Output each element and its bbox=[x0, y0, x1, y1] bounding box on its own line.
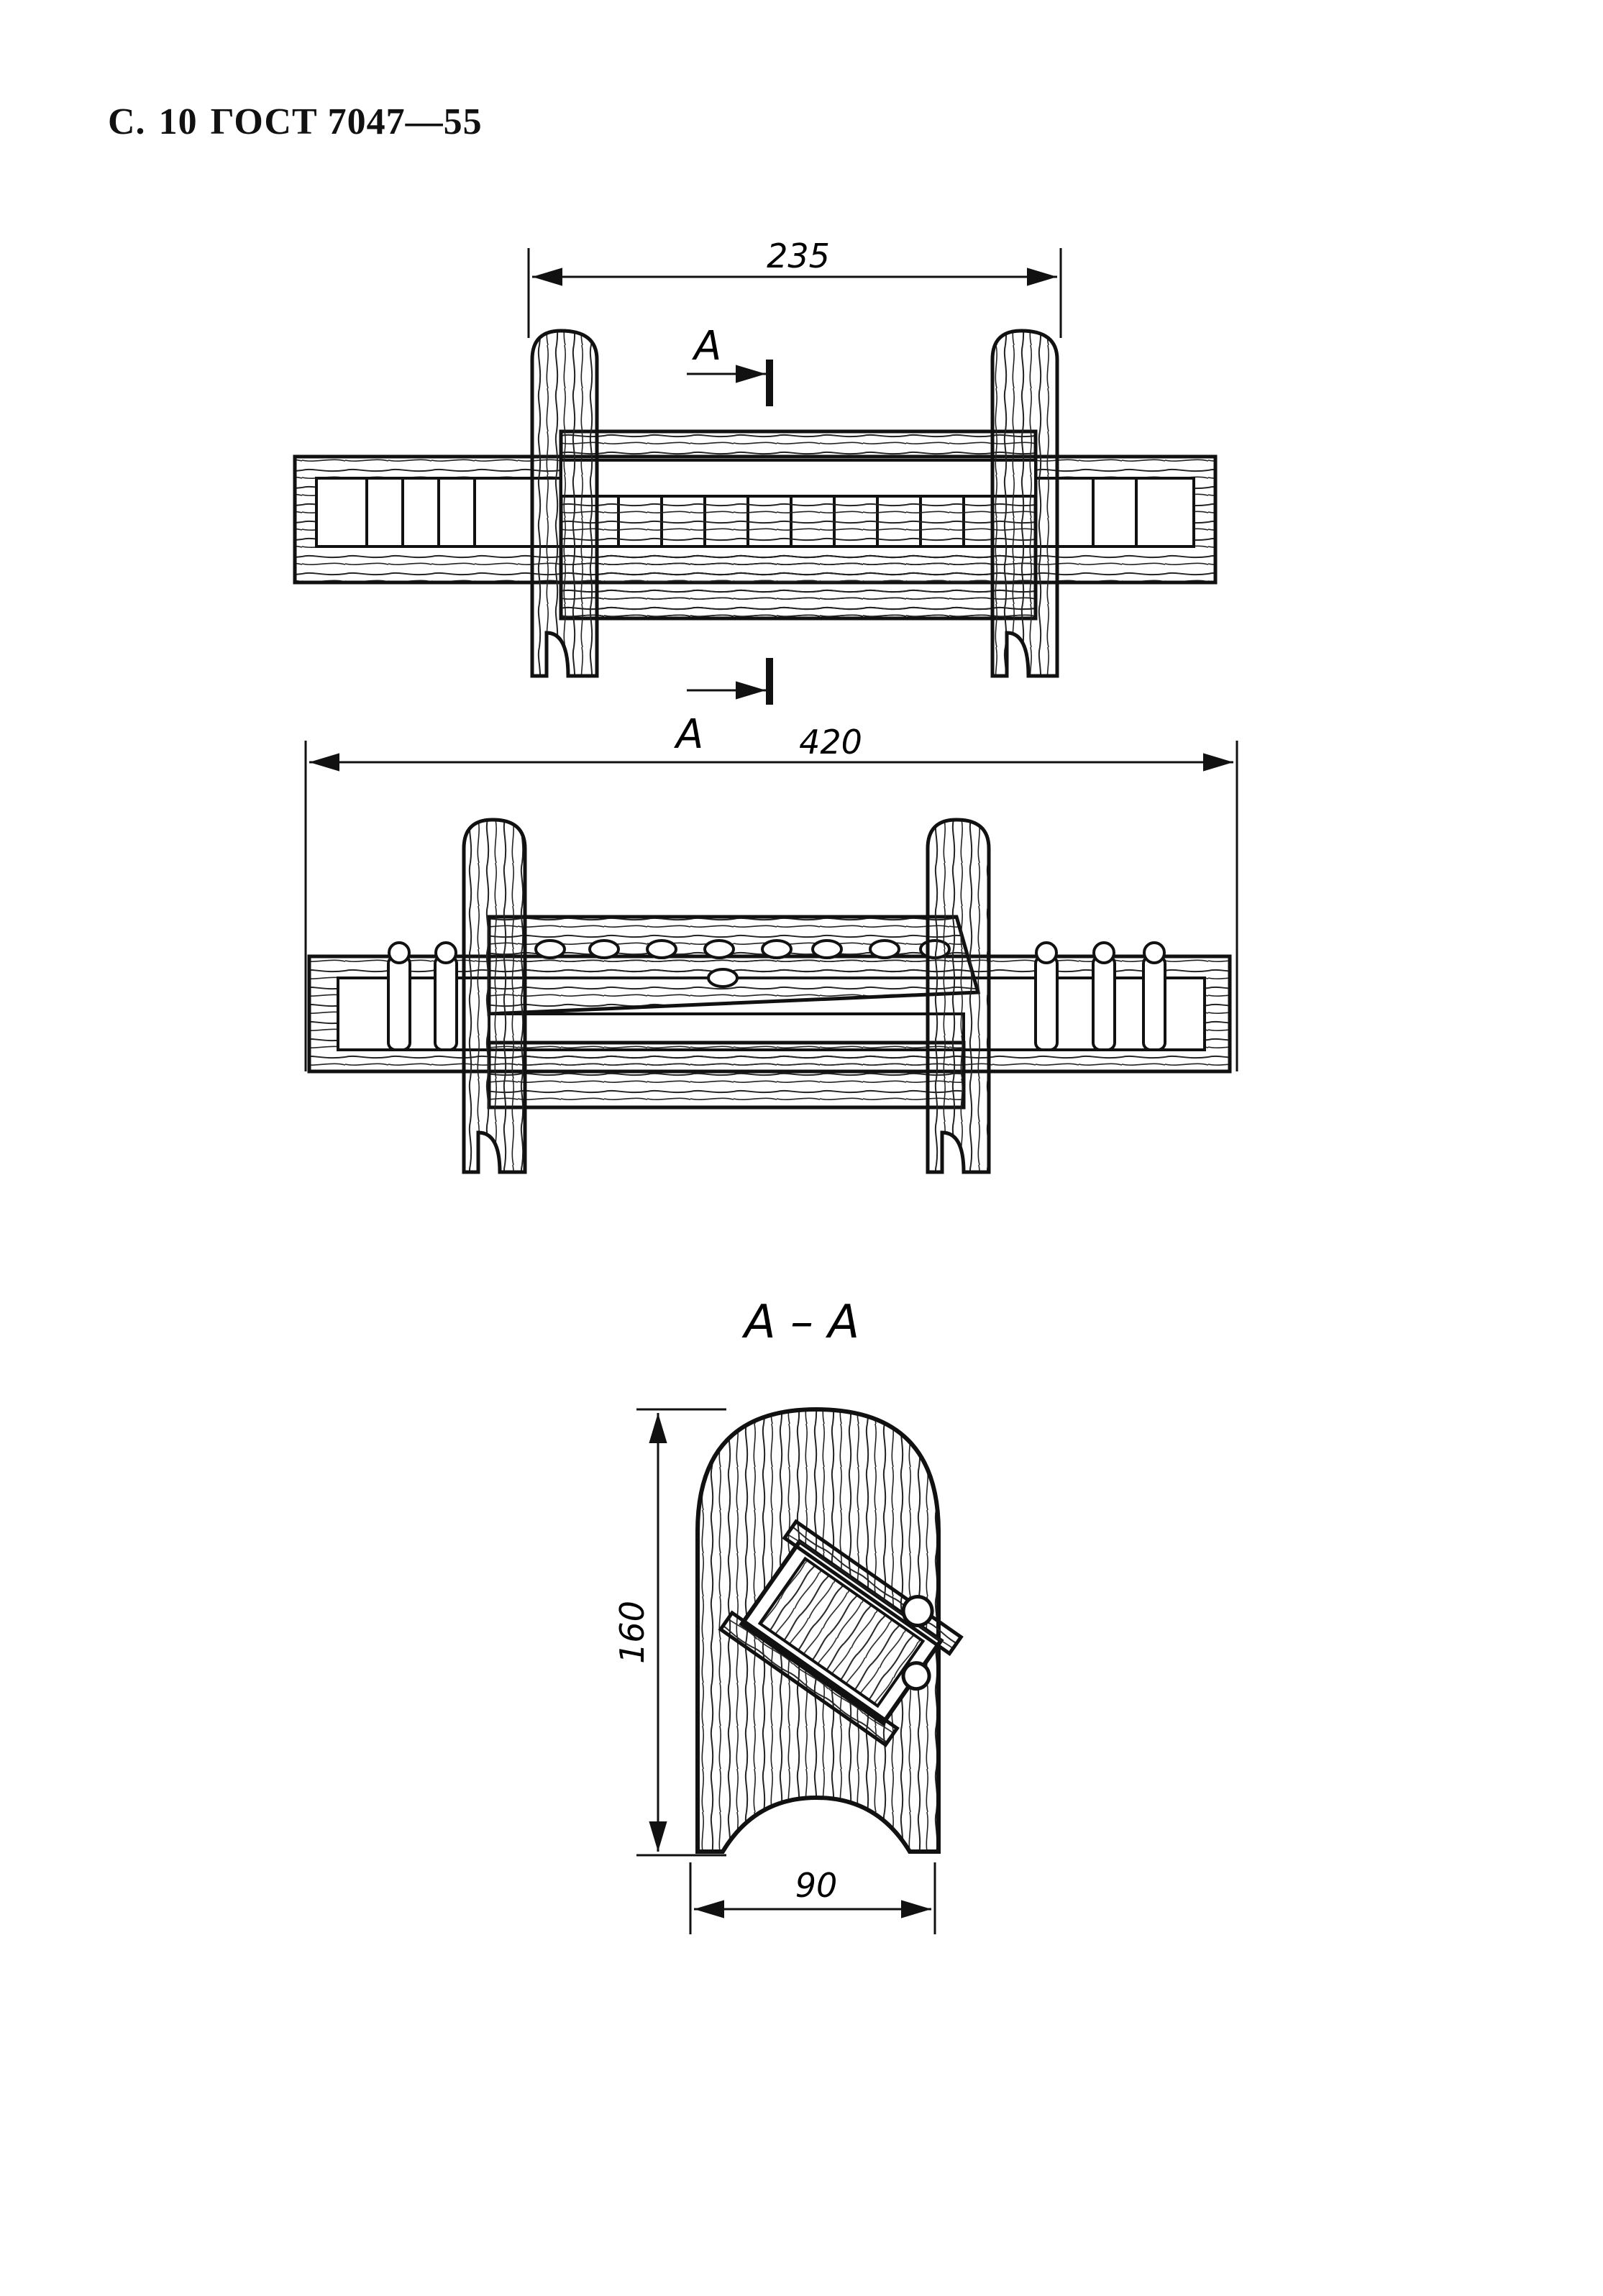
side-post-left bbox=[530, 329, 599, 678]
dimension-420: 420 bbox=[304, 723, 1238, 1071]
section-mark-top: А bbox=[687, 323, 773, 406]
dimension-label-160: 160 bbox=[613, 1601, 652, 1664]
view-front: 420 bbox=[304, 723, 1238, 1174]
dimension-160: 160 bbox=[613, 1408, 726, 1857]
dimension-90: 90 bbox=[689, 1862, 936, 1934]
section-letter-top: А bbox=[692, 323, 721, 370]
test-tubes-front bbox=[387, 941, 1166, 1051]
dimension-label-420: 420 bbox=[799, 723, 862, 761]
dimension-label-90: 90 bbox=[795, 1866, 838, 1905]
page-prefix: С. bbox=[108, 101, 146, 142]
side-post-right-front bbox=[926, 818, 991, 1174]
section-letter-bottom: А bbox=[674, 711, 703, 758]
dimension-label-235: 235 bbox=[767, 237, 830, 275]
view-top: 235 А А bbox=[293, 237, 1218, 758]
stoppers bbox=[534, 939, 951, 988]
side-post-left-front bbox=[462, 818, 527, 1174]
section-a-a: А – А 160 90 bbox=[613, 1296, 964, 1934]
side-post-right bbox=[990, 329, 1059, 678]
section-title: А – А bbox=[741, 1296, 859, 1349]
dimension-235: 235 bbox=[527, 237, 1062, 338]
holder-assembly bbox=[718, 1519, 964, 1747]
page-header: С. 10 ГОСТ 7047—55 bbox=[108, 101, 495, 143]
page-number: 10 bbox=[158, 101, 198, 142]
standard-designation: ГОСТ 7047—55 bbox=[210, 101, 483, 142]
section-mark-bottom: А bbox=[674, 658, 773, 758]
